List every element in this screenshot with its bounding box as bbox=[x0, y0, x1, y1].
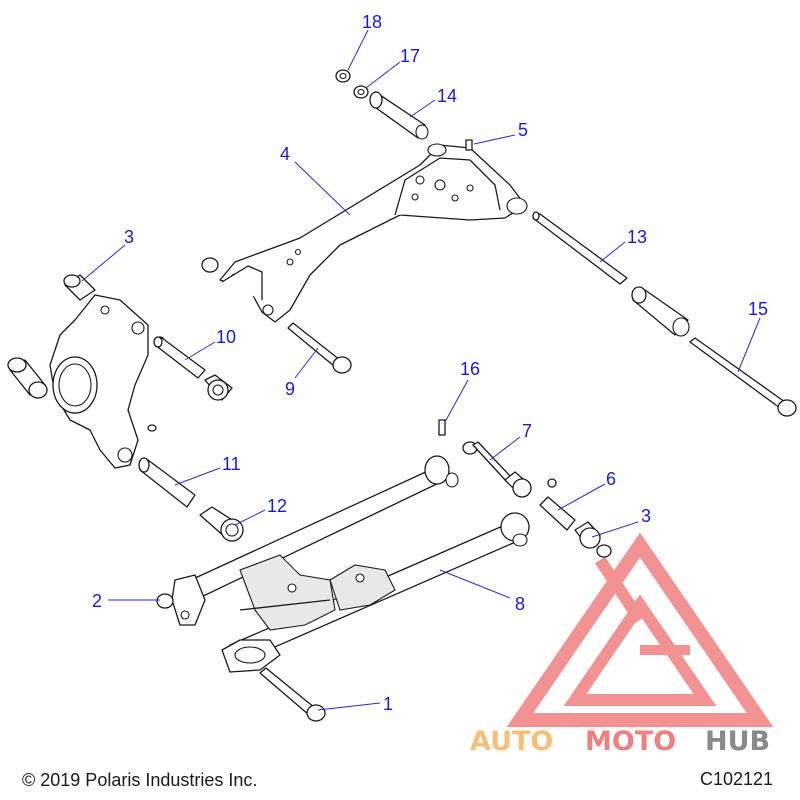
part-6-fitting bbox=[547, 478, 557, 488]
part-12-bushing bbox=[199, 506, 244, 542]
callout-16: 16 bbox=[460, 359, 480, 379]
callout-7: 7 bbox=[522, 421, 532, 441]
callout-18: 18 bbox=[362, 12, 382, 32]
part-knuckle bbox=[49, 294, 149, 469]
part-6-sleeve bbox=[539, 496, 576, 531]
part-13-sleeve bbox=[631, 286, 690, 337]
brand-part-auto: AUTO bbox=[470, 726, 553, 757]
part-7-bushing bbox=[504, 471, 532, 498]
watermark-logo bbox=[506, 532, 774, 727]
part-3-bushing-lower bbox=[574, 521, 601, 549]
part-10-pin bbox=[153, 336, 206, 379]
part-8-lower-arm bbox=[171, 455, 530, 673]
callout-1: 1 bbox=[383, 694, 393, 714]
part-4-upper-arm bbox=[219, 143, 528, 323]
part-14-sleeve bbox=[369, 91, 429, 140]
callout-14: 14 bbox=[437, 86, 457, 106]
part-2-nut bbox=[156, 593, 174, 609]
brand-part-hub: HUB bbox=[705, 726, 770, 757]
part-10-bushing bbox=[204, 374, 233, 401]
part-9-bolt bbox=[287, 322, 352, 374]
callout-8: 8 bbox=[515, 594, 525, 614]
callout-labels: 1 2 3 3 4 5 6 7 8 9 10 11 12 13 14 15 16… bbox=[92, 12, 768, 714]
callout-2: 2 bbox=[92, 591, 102, 611]
part-18-nut bbox=[335, 69, 351, 83]
callout-13: 13 bbox=[627, 227, 647, 247]
callout-10: 10 bbox=[216, 327, 236, 347]
part-3-nut-lower bbox=[596, 544, 612, 558]
part-3-bushing-upper bbox=[63, 274, 96, 301]
part-15-bolt bbox=[689, 337, 797, 417]
leader-lines bbox=[81, 29, 761, 711]
part-7-bolt bbox=[462, 441, 513, 483]
callout-17: 17 bbox=[400, 46, 420, 66]
part-bushing-left bbox=[7, 357, 48, 399]
part-17-washer bbox=[353, 85, 369, 99]
callout-12: 12 bbox=[267, 496, 287, 516]
callout-3-upper: 3 bbox=[124, 227, 134, 247]
watermark-brand-text: AUTO MOTO HUB bbox=[470, 726, 770, 757]
callout-3-lower: 3 bbox=[641, 506, 651, 526]
part-5-fitting bbox=[465, 139, 473, 151]
part-1-bolt bbox=[259, 667, 326, 722]
copyright-text: © 2019 Polaris Industries Inc. bbox=[22, 770, 257, 790]
part-16-fitting bbox=[438, 419, 446, 436]
callout-11: 11 bbox=[222, 454, 241, 474]
callout-6: 6 bbox=[606, 469, 616, 489]
diagram-code: C102121 bbox=[700, 769, 773, 789]
part-11-pin bbox=[138, 457, 196, 508]
part-small-fitting-lower bbox=[147, 424, 157, 432]
callout-5: 5 bbox=[518, 120, 528, 140]
brand-part-moto: MOTO bbox=[585, 726, 676, 757]
part-13-rod bbox=[532, 211, 628, 285]
callout-9: 9 bbox=[285, 379, 295, 399]
part-nut-left-arm bbox=[201, 257, 219, 273]
callout-4: 4 bbox=[280, 144, 290, 164]
callout-15: 15 bbox=[748, 299, 768, 319]
